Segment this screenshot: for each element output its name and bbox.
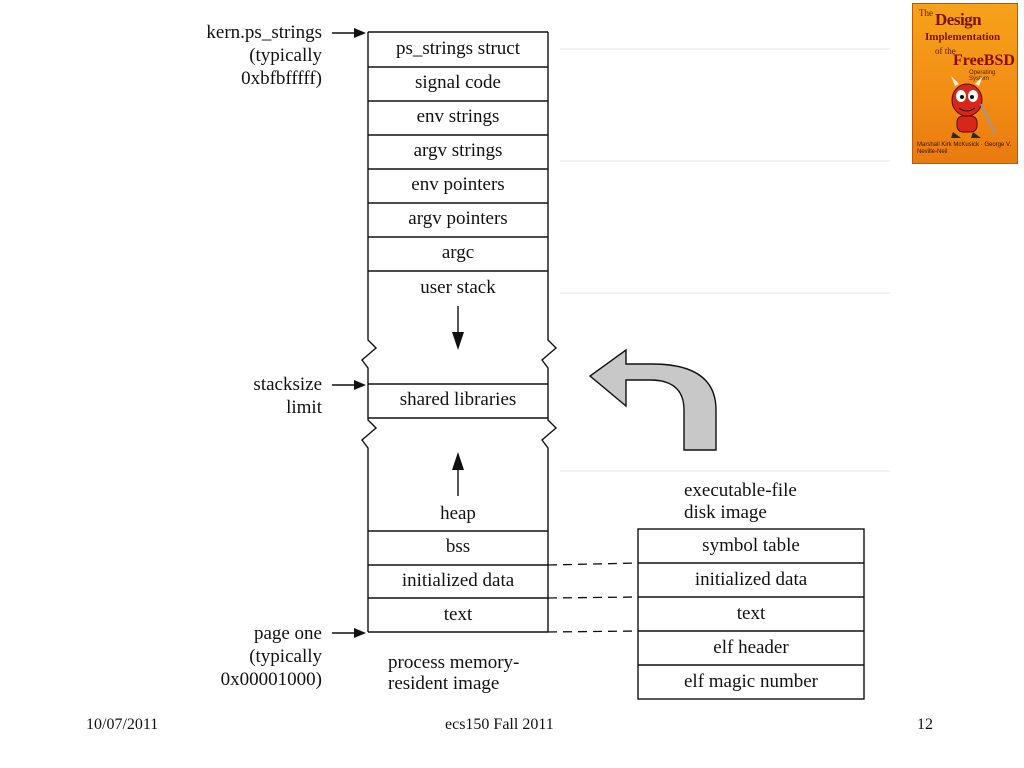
segment-user-stack: user stack <box>420 277 496 298</box>
segment-initialized-data: initialized data <box>401 570 515 591</box>
background-line <box>560 160 890 162</box>
segment-shared-libraries: shared libraries <box>399 389 517 410</box>
book-title-os: Operating System <box>969 70 996 82</box>
segment-env-pointers: env pointers <box>411 174 505 195</box>
label-bottom-address: 0x00001000) <box>220 669 322 690</box>
book-title-freebsd: FreeBSD <box>953 52 1015 69</box>
segment-signal-code: signal code <box>414 72 501 93</box>
segment-text: text <box>443 604 473 625</box>
disk-row-elf-header: elf header <box>713 637 789 658</box>
segment-argc: argc <box>441 242 475 263</box>
heap-grow-arrow <box>452 452 464 496</box>
segment-env-strings: env strings <box>416 106 500 127</box>
book-authors: Marshall Kirk McKusick · George V. Nevil… <box>917 142 1012 155</box>
disk-title-line2: disk image <box>684 502 767 523</box>
segment-argv-pointers: argv pointers <box>408 208 508 229</box>
disk-row-elf-magic: elf magic number <box>683 671 818 692</box>
disk-row-initialized-data: initialized data <box>694 569 808 590</box>
footer-page-number: 12 <box>917 716 933 733</box>
book-title-the: The <box>919 8 933 18</box>
label-typically-top: (typically <box>249 45 322 66</box>
disk-row-text: text <box>736 603 766 624</box>
footer-date: 10/07/2011 <box>86 716 159 733</box>
label-limit: limit <box>286 397 322 418</box>
background-line <box>560 48 890 50</box>
footer-course: ecs150 Fall 2011 <box>445 716 554 733</box>
segment-bss: bss <box>445 536 471 557</box>
background-line <box>560 292 890 294</box>
memory-caption-line1: process memory- <box>388 652 520 673</box>
bsd-daemon-icon <box>951 76 996 138</box>
label-stacksize: stacksize <box>253 374 322 395</box>
label-top-address: 0xbfbfffff) <box>241 68 322 89</box>
segment-argv-strings: argv strings <box>413 140 503 161</box>
stack-grow-arrow <box>452 306 464 350</box>
segment-ps-strings: ps_strings struct <box>395 38 521 59</box>
label-page-one: page one <box>253 623 322 644</box>
label-typically-bottom: (typically <box>249 646 322 667</box>
segment-heap: heap <box>440 503 476 524</box>
disk-title-line1: executable-file <box>684 480 797 501</box>
book-title-implementation: Implementation <box>925 31 1001 43</box>
book-title-of-the: of the <box>935 46 956 56</box>
background-line <box>560 470 890 472</box>
label-kern-ps-strings: kern.ps_strings <box>206 22 322 43</box>
book-cover-image: The Design Implementation of the FreeBSD… <box>912 3 1018 164</box>
load-arrow <box>588 348 717 451</box>
memory-caption-line2: resident image <box>388 673 500 694</box>
book-title-design: Design <box>935 10 982 29</box>
disk-row-symbol-table: symbol table <box>702 535 800 556</box>
